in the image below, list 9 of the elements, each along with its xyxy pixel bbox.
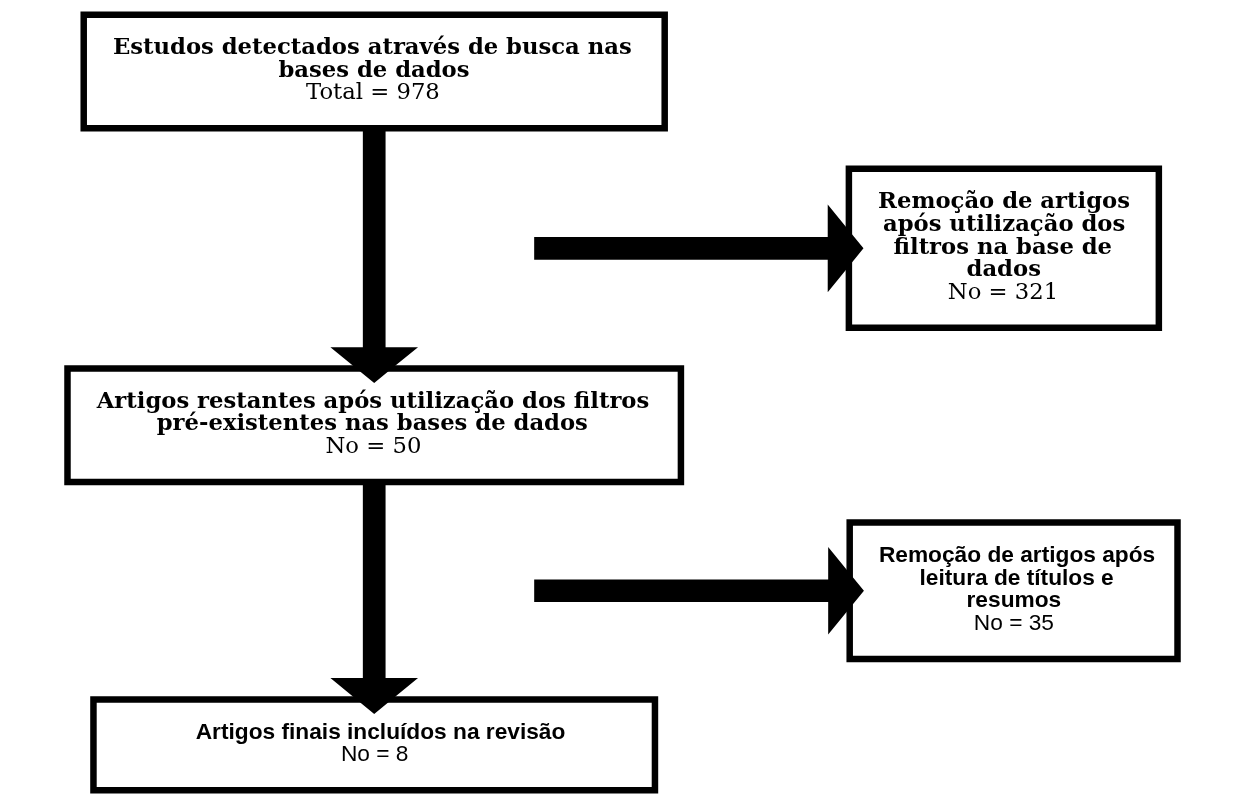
node-box: Remoção de artigos após utilização dos filtros na base de dados No = 321	[845, 165, 1163, 332]
arrow	[534, 204, 864, 293]
node-box: Artigos finais incluídos na revisão No = 8	[90, 696, 659, 794]
arrow	[534, 546, 864, 635]
arrow	[330, 482, 418, 714]
arrow	[330, 128, 418, 383]
node-box: Artigos restantes após utilização dos filtros pré-existentes nas bases de dados No = 50	[64, 365, 685, 486]
node-box: Remoção de artigos após leitura de títulos e resumos No = 35	[846, 519, 1181, 663]
node-box: Estudos detectados através de busca nas bases de dados Total = 978	[80, 11, 668, 132]
